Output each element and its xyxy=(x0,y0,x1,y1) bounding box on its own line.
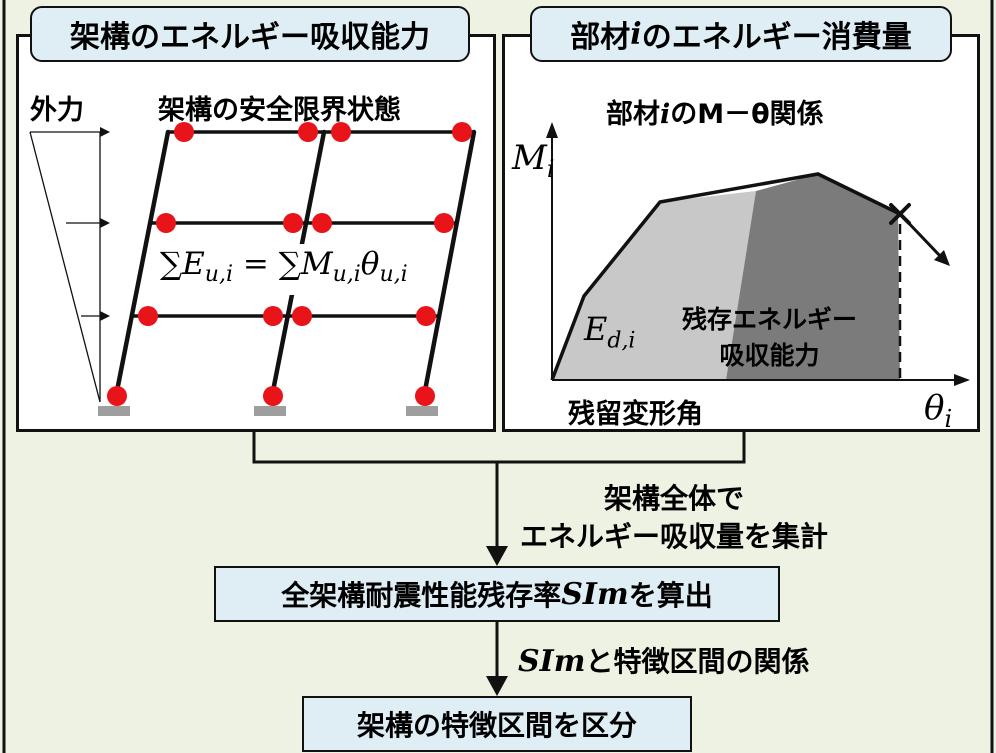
aggregate-label: 架構全体で エネルギー吸収量を集計 xyxy=(520,480,828,556)
aggregate-line1: 架構全体で xyxy=(604,482,745,515)
formula-e: E xyxy=(182,246,205,282)
step1-pre: 全架構耐震性能残存率 xyxy=(281,579,562,612)
x-axis-main: θ xyxy=(924,388,945,428)
relation-post: と特徴区間の関係 xyxy=(585,645,810,678)
x-axis-sub: i xyxy=(944,404,953,433)
residual-angle-label: 残留変形角 xyxy=(568,399,703,430)
aggregate-line2: エネルギー吸収量を集計 xyxy=(520,520,829,553)
sum-symbol: ∑ xyxy=(160,246,183,282)
ed-label: Ed,i xyxy=(584,310,635,353)
force-arrowheads xyxy=(100,127,110,321)
formula-m-sub: u,i xyxy=(332,262,361,288)
residual-line1: 残存エネルギー xyxy=(682,305,858,334)
safety-limit-state-label: 架構の安全限界状態 xyxy=(158,95,401,126)
step1-sim: SIm xyxy=(561,576,629,612)
failure-mark xyxy=(889,203,911,225)
residual-energy-area xyxy=(726,174,900,380)
step1-post: を算出 xyxy=(628,579,713,612)
right-title-post: のエネルギー消費量 xyxy=(641,20,912,55)
external-force-triangle xyxy=(29,131,101,403)
curve-arrowhead xyxy=(934,250,950,266)
ed-sub: d,i xyxy=(607,328,636,354)
residual-line2: 吸収能力 xyxy=(719,341,820,370)
y-axis-label: Mi xyxy=(512,138,555,183)
energy-formula: ∑Eu,i = ∑Mu,iθu,i xyxy=(158,244,410,296)
chart-title-pre: 部材 xyxy=(606,99,660,130)
formula-equals: = xyxy=(242,246,269,282)
formula-theta-sub: u,i xyxy=(379,262,408,288)
ed-main: E xyxy=(584,310,608,348)
plastic-hinges xyxy=(107,122,472,406)
y-axis-main: M xyxy=(512,138,547,178)
chart-title-post: のM－θ関係 xyxy=(670,99,824,130)
right-title-pre: 部材 xyxy=(570,20,631,55)
m-theta-chart-title: 部材iのM－θ関係 xyxy=(606,92,824,131)
step-classify-sections: 架構の特徴区間を区分 xyxy=(302,696,692,752)
sum-symbol-2: ∑ xyxy=(278,246,301,282)
formula-m: M xyxy=(300,246,333,282)
frame-structure xyxy=(29,122,477,416)
y-axis-sub: i xyxy=(546,154,555,183)
right-title-i: i xyxy=(630,16,642,52)
residual-energy-label: 残存エネルギー 吸収能力 xyxy=(682,302,857,374)
supports xyxy=(98,406,438,416)
relation-sim: SIm xyxy=(518,644,586,679)
chart-title-i: i xyxy=(660,99,671,130)
formula-theta: θ xyxy=(360,246,380,282)
x-axis-label: θi xyxy=(924,388,952,433)
m-theta-curve xyxy=(550,172,901,381)
relation-label: SImと特徴区間の関係 xyxy=(518,640,809,680)
left-panel-title: 架構のエネルギー吸収能力 xyxy=(30,6,470,62)
dissipated-energy-area xyxy=(552,191,756,380)
m-theta-chart xyxy=(546,122,970,386)
formula-e-sub: u,i xyxy=(204,262,233,288)
external-force-label: 外力 xyxy=(30,95,84,126)
